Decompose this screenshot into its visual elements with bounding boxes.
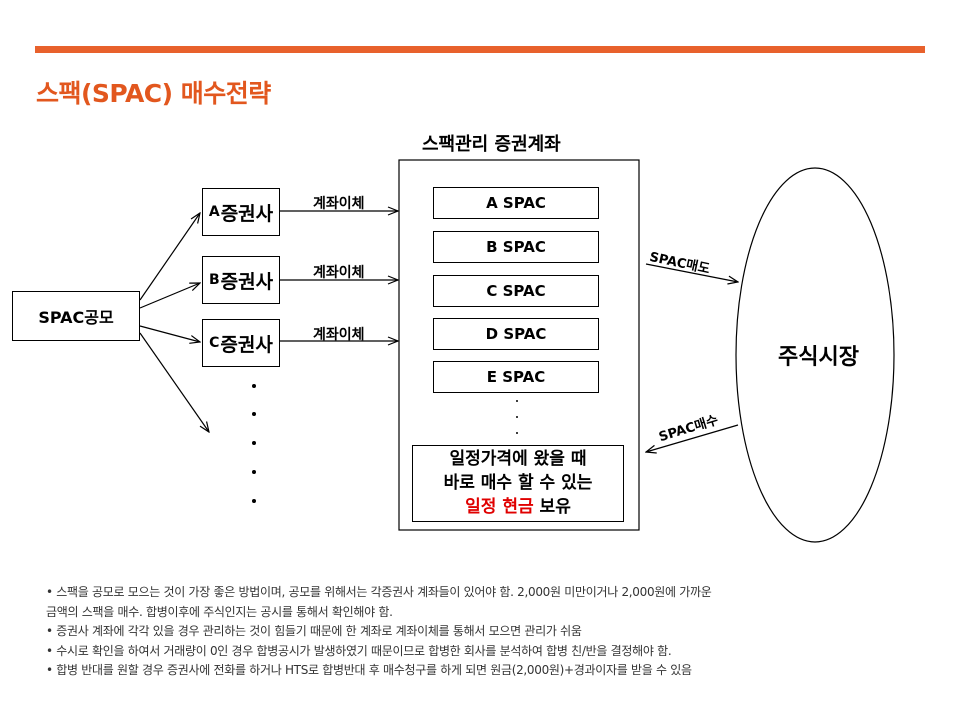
transfer-label-c: 계좌이체 (313, 327, 365, 343)
spac-item-label: A SPAC (486, 194, 546, 212)
broker-b-name: 증권사 (220, 270, 274, 293)
spac-item-b: B SPAC (433, 231, 599, 263)
transfer-label-b: 계좌이체 (313, 265, 365, 281)
more-spacs-dot (516, 416, 518, 418)
cash-line-3-rest: 보유 (533, 497, 571, 517)
stock-market-label: 주식시장 (778, 345, 859, 370)
sell-arrow (645, 263, 738, 282)
market-ellipse (735, 167, 895, 543)
more-spacs-dot (516, 400, 518, 402)
spac-item-label: C SPAC (486, 282, 546, 300)
arrow-to-broker-a (139, 213, 200, 301)
broker-a-letter: A (208, 204, 220, 220)
arrow-to-more-brokers (139, 332, 209, 432)
account-container (398, 159, 640, 531)
broker-a-name: 증권사 (220, 202, 274, 225)
broker-b-letter: B (208, 272, 220, 288)
more-brokers-dot (252, 384, 256, 388)
more-brokers-dot (252, 470, 256, 474)
spac-item-label: D SPAC (485, 325, 547, 343)
more-spacs-dot (516, 432, 518, 434)
spac-item-label: E SPAC (486, 368, 546, 386)
cash-highlight: 일정 현금 (465, 497, 534, 517)
broker-c-letter: C (209, 335, 220, 351)
note-line: • 수시로 확인을 하여서 거래량이 0인 경우 합병공시가 발생하였기 때문이… (46, 643, 672, 658)
slide-title: 스팩(SPAC) 매수전략 (36, 79, 271, 108)
cash-line-3: 일정 현금 보유 (413, 495, 623, 519)
more-brokers-dot (252, 499, 256, 503)
more-brokers-dot (252, 441, 256, 445)
spac-ipo-box: SPAC공모 (12, 291, 140, 341)
more-brokers-dot (252, 412, 256, 416)
note-line: 금액의 스팩을 매수. 합병이후에 주식인지는 공시를 통해서 확인해야 함. (46, 604, 393, 619)
notes: • 스팩을 공모로 모으는 것이 가장 좋은 방법이며, 공모를 위해서는 각증… (46, 583, 926, 681)
cash-line-1: 일정가격에 왔을 때 (449, 449, 587, 469)
note-line: • 합병 반대를 원할 경우 증권사에 전화를 하거나 HTS로 합병반대 후 … (46, 663, 692, 677)
arrow-to-broker-c (139, 325, 200, 342)
accent-bar (35, 46, 925, 53)
spac-item-c: C SPAC (433, 275, 599, 307)
buy-arrow (646, 424, 739, 452)
spac-item-a: A SPAC (433, 187, 599, 219)
spac-item-e: E SPAC (433, 361, 599, 393)
note-line: • 스팩을 공모로 모으는 것이 가장 좋은 방법이며, 공모를 위해서는 각증… (46, 585, 712, 599)
spac-item-d: D SPAC (433, 318, 599, 350)
transfer-label-a: 계좌이체 (313, 196, 365, 212)
note-line: • 증권사 계좌에 각각 있을 경우 관리하는 것이 힘들기 때문에 한 계좌로… (46, 624, 582, 638)
broker-c-name: 증권사 (220, 333, 273, 356)
cash-line-2: 바로 매수 할 수 있는 (443, 473, 593, 493)
cash-reserve-box: 일정가격에 왔을 때 바로 매수 할 수 있는 일정 현금 보유 (412, 445, 624, 522)
arrow-to-broker-b (139, 283, 200, 309)
spac-ipo-label: SPAC공모 (38, 308, 114, 327)
spac-item-label: B SPAC (486, 238, 546, 256)
account-title: 스팩관리 증권계좌 (422, 134, 561, 155)
